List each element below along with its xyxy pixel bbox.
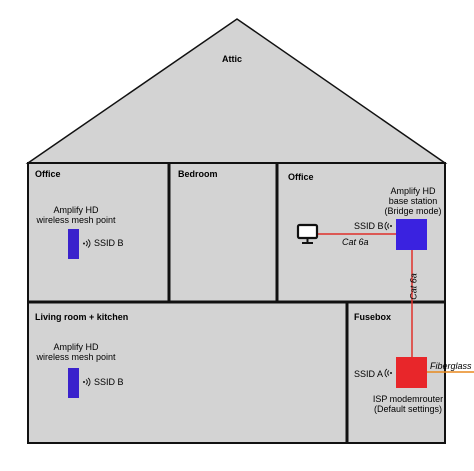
isp-router-name-line2: (Default settings) (373, 404, 443, 414)
monitor-icon (296, 223, 319, 244)
wifi-signal-icon (384, 221, 392, 231)
isp-router-name-line1: ISP modemrouter (372, 394, 444, 404)
wifi-signal-icon (83, 377, 91, 387)
mesh-office-name-line2: wireless mesh point (36, 215, 116, 225)
mesh-point-living (68, 368, 79, 398)
cable-label-pc-to-base: Cat 6a (342, 237, 369, 247)
isp-router-device (396, 357, 427, 388)
cable-label-base-to-router: Cat 6a (408, 273, 419, 300)
cable-label-fiberglass: Fiberglass (430, 361, 472, 371)
base-station-device (396, 219, 427, 250)
mesh-office-ssid: SSID B (94, 238, 124, 248)
mesh-living-name-line2: wireless mesh point (36, 352, 116, 362)
isp-router-ssid: SSID A (354, 369, 384, 379)
attic-roof (25, 18, 448, 164)
mesh-office-name-line1: Amplify HD (53, 205, 99, 215)
base-station-name-line2: base station (388, 196, 438, 206)
mesh-living-ssid: SSID B (94, 377, 124, 387)
wifi-signal-icon (83, 239, 91, 248)
mesh-point-office (68, 229, 79, 259)
base-station-name-line3: (Bridge mode) (384, 206, 442, 216)
room-title-attic: Attic (222, 54, 242, 64)
base-station-name-line1: Amplify HD (390, 186, 436, 196)
room-title-office-left: Office (35, 169, 61, 179)
room-title-bedroom: Bedroom (178, 169, 218, 179)
mesh-living-name-line1: Amplify HD (53, 342, 99, 352)
room-title-fusebox: Fusebox (354, 312, 392, 322)
base-station-ssid: SSID B (354, 221, 384, 231)
room-title-office-right: Office (288, 172, 314, 182)
wifi-signal-icon (384, 368, 392, 378)
room-title-living: Living room + kitchen (35, 312, 129, 322)
